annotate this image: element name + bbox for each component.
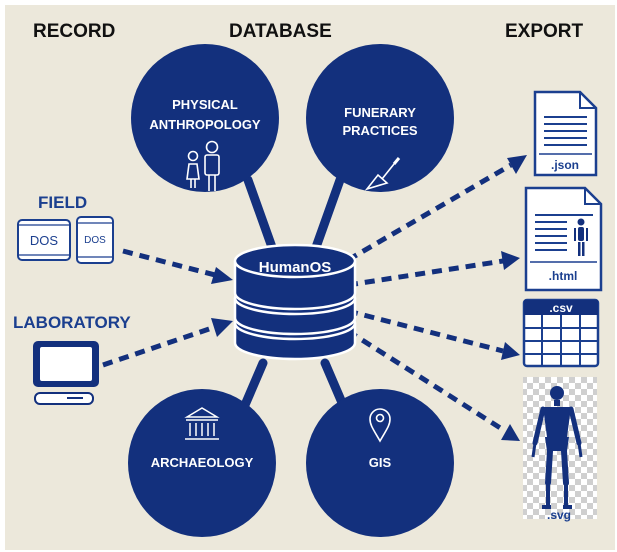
trowel-icon bbox=[364, 157, 401, 191]
physical-anthropology-label-line1: PHYSICAL bbox=[172, 97, 238, 112]
humanos-workflow-diagram: RECORD DATABASE EXPORT PHYSICAL ANTHROPO… bbox=[13, 21, 603, 537]
people-icon bbox=[186, 140, 220, 191]
funerary-practices-circle bbox=[306, 44, 454, 192]
json-label: .json bbox=[551, 158, 579, 172]
gis-circle bbox=[306, 389, 454, 537]
input-arrows bbox=[102, 248, 233, 368]
funerary-practices-label-line2: PRACTICES bbox=[342, 123, 417, 138]
funerary-practices-module[interactable]: FUNERARY PRACTICES bbox=[306, 44, 454, 192]
gis-module[interactable]: GIS bbox=[306, 389, 454, 537]
map-pin-icon bbox=[369, 408, 391, 443]
diagram-canvas: RECORD DATABASE EXPORT PHYSICAL ANTHROPO… bbox=[5, 5, 615, 550]
csv-label: .csv bbox=[549, 301, 573, 315]
humanos-label: HumanOS bbox=[259, 259, 332, 276]
html-label: .html bbox=[549, 269, 578, 283]
physical-anthropology-module[interactable]: PHYSICAL ANTHROPOLOGY bbox=[131, 44, 279, 192]
archaeology-circle bbox=[128, 389, 276, 537]
skeleton-icon bbox=[574, 218, 588, 256]
dos-device-small[interactable]: DOS bbox=[76, 216, 114, 264]
funerary-practices-label-line1: FUNERARY bbox=[344, 105, 416, 120]
physical-anthropology-circle bbox=[131, 44, 279, 192]
gis-label: GIS bbox=[369, 455, 392, 470]
archaeology-label: ARCHAEOLOGY bbox=[151, 455, 254, 470]
museum-icon bbox=[184, 407, 220, 440]
dos-large-label: DOS bbox=[30, 233, 59, 248]
export-arrows bbox=[346, 155, 527, 441]
field-label: FIELD bbox=[38, 193, 87, 212]
html-file-icon[interactable]: .html bbox=[524, 186, 603, 292]
computer-icon[interactable] bbox=[33, 341, 99, 405]
archaeology-module[interactable]: ARCHAEOLOGY bbox=[128, 389, 276, 537]
record-header: RECORD bbox=[33, 21, 115, 42]
module-connectors bbox=[240, 175, 348, 410]
svg-file-icon[interactable]: .svg bbox=[523, 377, 597, 522]
svg-label: .svg bbox=[547, 508, 571, 522]
physical-anthropology-label-line2: ANTHROPOLOGY bbox=[149, 117, 261, 132]
skeleton-figure-icon bbox=[531, 386, 583, 509]
laboratory-label: LABORATORY bbox=[13, 313, 131, 332]
dos-device-large[interactable]: DOS bbox=[17, 219, 71, 261]
json-file-icon[interactable]: .json bbox=[533, 90, 598, 177]
database-header: DATABASE bbox=[229, 21, 332, 42]
export-header: EXPORT bbox=[505, 21, 584, 42]
csv-file-icon[interactable]: .csv bbox=[522, 298, 600, 368]
humanos-database[interactable]: HumanOS bbox=[233, 243, 357, 361]
dos-small-label: DOS bbox=[84, 235, 106, 246]
